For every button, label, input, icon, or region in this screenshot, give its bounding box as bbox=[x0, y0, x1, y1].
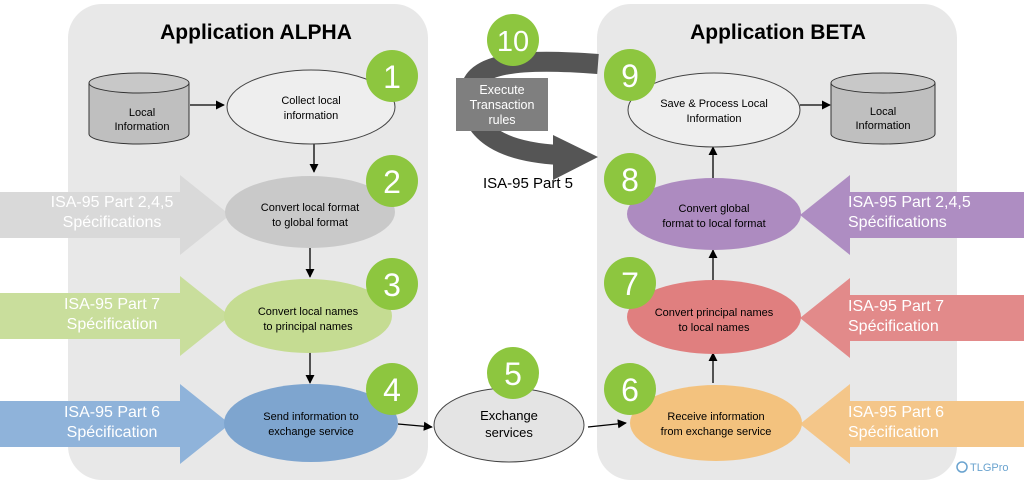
svg-text:10: 10 bbox=[497, 26, 529, 58]
step-text: information bbox=[284, 110, 338, 122]
step-badge-6: 6 bbox=[604, 363, 656, 415]
spec-text: Spécification bbox=[67, 316, 158, 333]
beta-step-6: Receive information from exchange servic… bbox=[630, 385, 802, 461]
spec-text: ISA-95 Part 2,4,5 bbox=[848, 194, 971, 211]
alpha-database-icon: Local Information bbox=[88, 72, 190, 145]
beta-step-8: Convert global format to local format bbox=[627, 178, 801, 250]
svg-text:2: 2 bbox=[383, 164, 401, 200]
step-text: Convert global bbox=[679, 203, 750, 215]
step-badge-2: 2 bbox=[366, 155, 418, 207]
svg-text:8: 8 bbox=[621, 162, 639, 198]
step-text: Convert local format bbox=[261, 202, 359, 214]
step-text: to principal names bbox=[263, 321, 353, 333]
step-text: exchange service bbox=[268, 426, 354, 438]
svg-text:TLGPro: TLGPro bbox=[970, 462, 1009, 474]
alpha-spec-arrow-1: ISA-95 Part 2,4,5 Spécifications bbox=[0, 175, 230, 255]
transaction-caption: ISA-95 Part 5 bbox=[483, 175, 573, 192]
step-badge-9: 9 bbox=[604, 49, 656, 101]
svg-text:5: 5 bbox=[504, 356, 522, 392]
spec-text: Spécifications bbox=[63, 214, 162, 231]
beta-database-icon: Local Information bbox=[830, 72, 936, 145]
alpha-step-4: Send information to exchange service bbox=[224, 384, 398, 462]
spec-text: ISA-95 Part 7 bbox=[64, 296, 160, 313]
beta-step-7: Convert principal names to local names bbox=[627, 280, 801, 354]
svg-text:1: 1 bbox=[383, 59, 401, 95]
step-text: Collect local bbox=[281, 95, 340, 107]
step-text: format to local format bbox=[662, 218, 765, 230]
step-text: to global format bbox=[272, 217, 348, 229]
step-text: to local names bbox=[679, 322, 750, 334]
svg-text:4: 4 bbox=[383, 372, 401, 408]
tlgpro-logo: TLGPro bbox=[956, 461, 1009, 474]
svg-text:3: 3 bbox=[383, 267, 401, 303]
exchange-services: Exchange services bbox=[433, 387, 585, 463]
spec-text: Spécification bbox=[848, 318, 939, 335]
exchange-text: services bbox=[485, 425, 533, 440]
spec-text: ISA-95 Part 7 bbox=[848, 298, 944, 315]
svg-text:6: 6 bbox=[621, 372, 639, 408]
svg-text:9: 9 bbox=[621, 58, 639, 94]
alpha-title: Application ALPHA bbox=[160, 21, 352, 44]
step-text: Convert principal names bbox=[655, 307, 774, 319]
step-badge-5: 5 bbox=[487, 347, 539, 399]
svg-text:7: 7 bbox=[621, 266, 639, 302]
beta-spec-arrow-1: ISA-95 Part 2,4,5 Spécifications bbox=[800, 175, 1024, 255]
step-badge-1: 1 bbox=[366, 50, 418, 102]
spec-text: Spécifications bbox=[848, 214, 947, 231]
db-label: Information bbox=[114, 121, 169, 133]
step-text: from exchange service bbox=[661, 426, 772, 438]
exchange-text: Exchange bbox=[480, 408, 538, 423]
step-badge-3: 3 bbox=[366, 258, 418, 310]
spec-text: ISA-95 Part 6 bbox=[848, 404, 944, 421]
transaction-text: Transaction bbox=[470, 98, 535, 112]
beta-title: Application BETA bbox=[690, 21, 866, 44]
alpha-spec-arrow-2: ISA-95 Part 7 Spécification bbox=[0, 276, 230, 356]
spec-text: ISA-95 Part 2,4,5 bbox=[51, 194, 174, 211]
step-badge-8: 8 bbox=[604, 153, 656, 205]
alpha-step-3: Convert local names to principal names bbox=[224, 279, 392, 353]
step-text: Information bbox=[686, 113, 741, 125]
spec-text: ISA-95 Part 6 bbox=[64, 404, 160, 421]
step-badge-10: 10 bbox=[487, 14, 539, 66]
db-label: Local bbox=[870, 106, 896, 118]
transaction-text: Execute bbox=[479, 83, 524, 97]
spec-text: Spécification bbox=[67, 424, 158, 441]
step-badge-7: 7 bbox=[604, 257, 656, 309]
transaction-box bbox=[456, 78, 548, 131]
step-text: Send information to bbox=[263, 411, 358, 423]
transaction-text: rules bbox=[488, 113, 515, 127]
alpha-step-2: Convert local format to global format bbox=[225, 176, 395, 248]
db-label: Information bbox=[855, 120, 910, 132]
connector-arrows bbox=[190, 100, 831, 431]
spec-text: Spécification bbox=[848, 424, 939, 441]
alpha-spec-arrow-3: ISA-95 Part 6 Spécification bbox=[0, 384, 230, 464]
alpha-step-1: Collect local information bbox=[226, 69, 396, 145]
beta-spec-arrow-3: ISA-95 Part 6 Spécification bbox=[800, 384, 1024, 464]
step-text: Receive information bbox=[667, 411, 764, 423]
db-label: Local bbox=[129, 107, 155, 119]
beta-step-9: Save & Process Local Information bbox=[627, 72, 801, 148]
step-text: Save & Process Local bbox=[660, 98, 768, 110]
step-text: Convert local names bbox=[258, 306, 359, 318]
step-badge-4: 4 bbox=[366, 363, 418, 415]
beta-spec-arrow-2: ISA-95 Part 7 Spécification bbox=[800, 278, 1024, 358]
